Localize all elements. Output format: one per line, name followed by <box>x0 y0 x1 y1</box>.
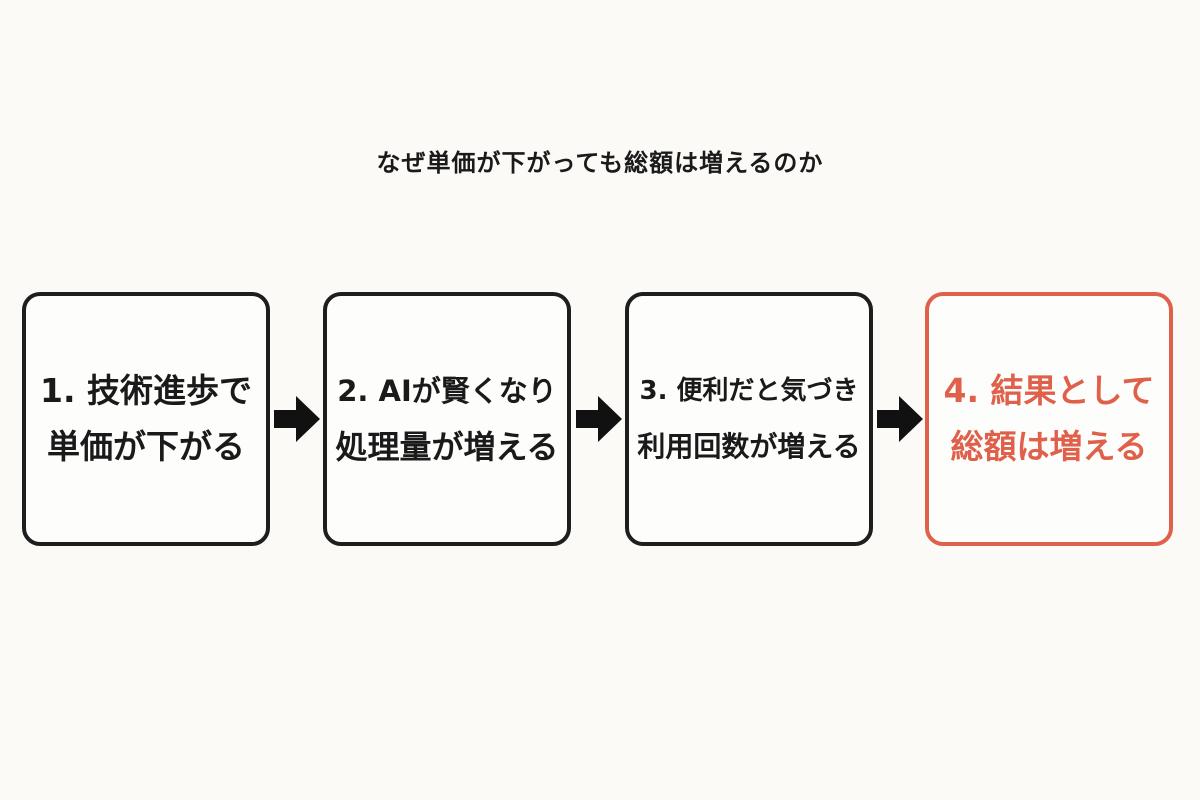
step-4-line-2: 総額は増える <box>950 427 1148 466</box>
step-1-line-1: 1. 技術進歩で <box>40 371 252 410</box>
page-title: なぜ単価が下がっても総額は増えるのか <box>376 149 824 177</box>
step-box-1: 1. 技術進歩で 単価が下がる <box>22 292 270 546</box>
step-box-3: 3. 便利だと気づき 利用回数が増える <box>625 292 873 546</box>
right-arrow-icon <box>877 396 923 442</box>
step-4-line-1: 4. 結果として <box>943 371 1155 410</box>
step-2-line-2: 処理量が増える <box>335 428 559 466</box>
step-box-4-highlight: 4. 結果として 総額は増える <box>925 292 1173 546</box>
right-arrow-icon <box>274 396 320 442</box>
step-1-line-2: 単価が下がる <box>47 427 245 466</box>
step-3-line-2: 利用回数が増える <box>637 430 861 463</box>
right-arrow-icon <box>576 396 622 442</box>
step-2-line-1: 2. AIが賢くなり <box>337 374 557 408</box>
step-box-2: 2. AIが賢くなり 処理量が増える <box>323 292 571 546</box>
step-3-line-1: 3. 便利だと気づき <box>639 376 859 406</box>
